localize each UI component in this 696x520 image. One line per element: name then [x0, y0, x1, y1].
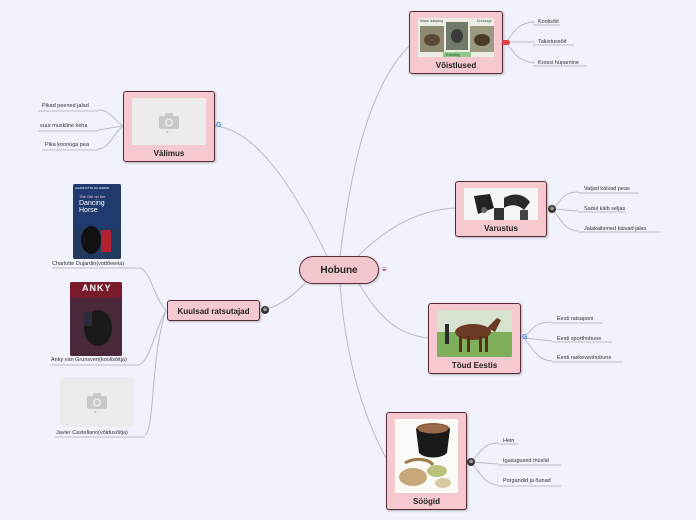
node-title: Varustus — [484, 224, 518, 233]
food-photo — [395, 419, 458, 493]
leaf-krossi-hupamine[interactable]: Krossi hüpamine — [538, 60, 579, 66]
competition-image: Show Jumping Dressage Eventing — [418, 18, 494, 57]
collapse-toggle[interactable] — [502, 40, 510, 45]
competition-label-eventing: Eventing — [446, 53, 460, 57]
leaf-eesti-ratsaponi[interactable]: Eesti ratsaponi — [557, 316, 594, 322]
competition-label-dressage: Dressage — [477, 19, 492, 23]
link-icon[interactable]: ⊕ — [467, 458, 475, 466]
horse-photo — [437, 310, 512, 357]
node-title: Kuulsad ratsutajad — [177, 307, 250, 316]
google-icon[interactable]: G — [522, 334, 528, 341]
leaf-pikad-peened-jalad[interactable]: Pikad peened jalad — [42, 103, 89, 109]
leaf-sadul[interactable]: Sadul käib seljas — [584, 206, 626, 212]
link-icon[interactable]: ⊕ — [548, 205, 556, 213]
rider-image-anky[interactable]: ANKY — [70, 282, 122, 356]
leaf-porgandid[interactable]: Porgandid ja õunad — [503, 478, 551, 484]
book-cover — [73, 184, 121, 259]
leaf-musli[interactable]: Igasugused müslid — [503, 458, 549, 464]
camera-icon — [87, 393, 107, 413]
node-title: Tõud Eestis — [451, 361, 498, 370]
equipment-photo — [464, 188, 538, 220]
leaf-pika-koonuga-pea[interactable]: Pika koonuga pea — [45, 142, 90, 148]
horse-breed-image — [437, 310, 512, 357]
node-title: Võistlused — [435, 61, 477, 70]
leaf-suur-muskline-keha[interactable]: suur muskline keha — [40, 123, 88, 129]
rider-image-javier[interactable] — [60, 377, 134, 427]
menu-icon[interactable]: ≡ — [382, 265, 387, 274]
google-icon[interactable]: G — [216, 122, 222, 129]
book-title: Dancing Horse — [79, 200, 105, 214]
anky-cover — [70, 282, 122, 356]
book-subtitle: The Girl on the — [79, 194, 106, 199]
node-toud-eestis[interactable]: Tõud Eestis — [428, 303, 521, 374]
node-varustus[interactable]: Varustus — [455, 181, 547, 237]
node-title: Söögid — [412, 497, 441, 506]
link-icon[interactable]: ⊕ — [261, 306, 269, 314]
equipment-image — [464, 188, 538, 220]
leaf-hein[interactable]: Hein — [503, 438, 515, 444]
node-valimus[interactable]: Välimus — [123, 91, 215, 162]
node-voistlused[interactable]: Show Jumping Dressage Eventing Võistluse… — [409, 11, 503, 74]
rider-image-charlotte[interactable]: CHARLOTTE DUJARDIN The Girl on the Danci… — [73, 184, 121, 259]
rider-caption-javier[interactable]: Javier Castellano(võidusõitja) — [56, 430, 128, 436]
rider-caption-charlotte[interactable]: Charlotte Dujardin(vottõeeria) — [52, 261, 125, 267]
leaf-jalakaitsmed[interactable]: Jalakaitsmed käivad jalas — [584, 226, 647, 232]
food-image — [395, 419, 458, 493]
node-soogid[interactable]: Söögid — [386, 412, 467, 510]
leaf-eesti-sporthobune[interactable]: Eesti sporthobune — [557, 336, 602, 342]
central-topic-label: Hobune — [320, 264, 358, 276]
node-kuulsad-ratsutajad[interactable]: Kuulsad ratsutajad — [167, 300, 260, 321]
rider-caption-anky[interactable]: Anky van Grunsven(koolisõitja) — [51, 357, 127, 363]
leaf-eesti-raskeveohobune[interactable]: Eesti raskeveohobune — [557, 355, 612, 361]
leaf-takistussoit[interactable]: Takistussõit — [538, 39, 567, 45]
competition-collage — [418, 18, 494, 57]
leaf-koolisoit[interactable]: Koolisõit — [538, 19, 559, 25]
camera-icon — [159, 112, 179, 133]
book-author: CHARLOTTE DUJARDIN — [75, 186, 110, 190]
central-topic[interactable]: Hobune — [299, 256, 379, 284]
anky-logo-text: ANKY — [82, 283, 112, 293]
image-placeholder — [132, 98, 206, 145]
competition-label-showjumping: Show Jumping — [420, 19, 443, 23]
leaf-valjad[interactable]: Valjad käivad peas — [584, 186, 630, 192]
node-title: Välimus — [153, 149, 185, 158]
